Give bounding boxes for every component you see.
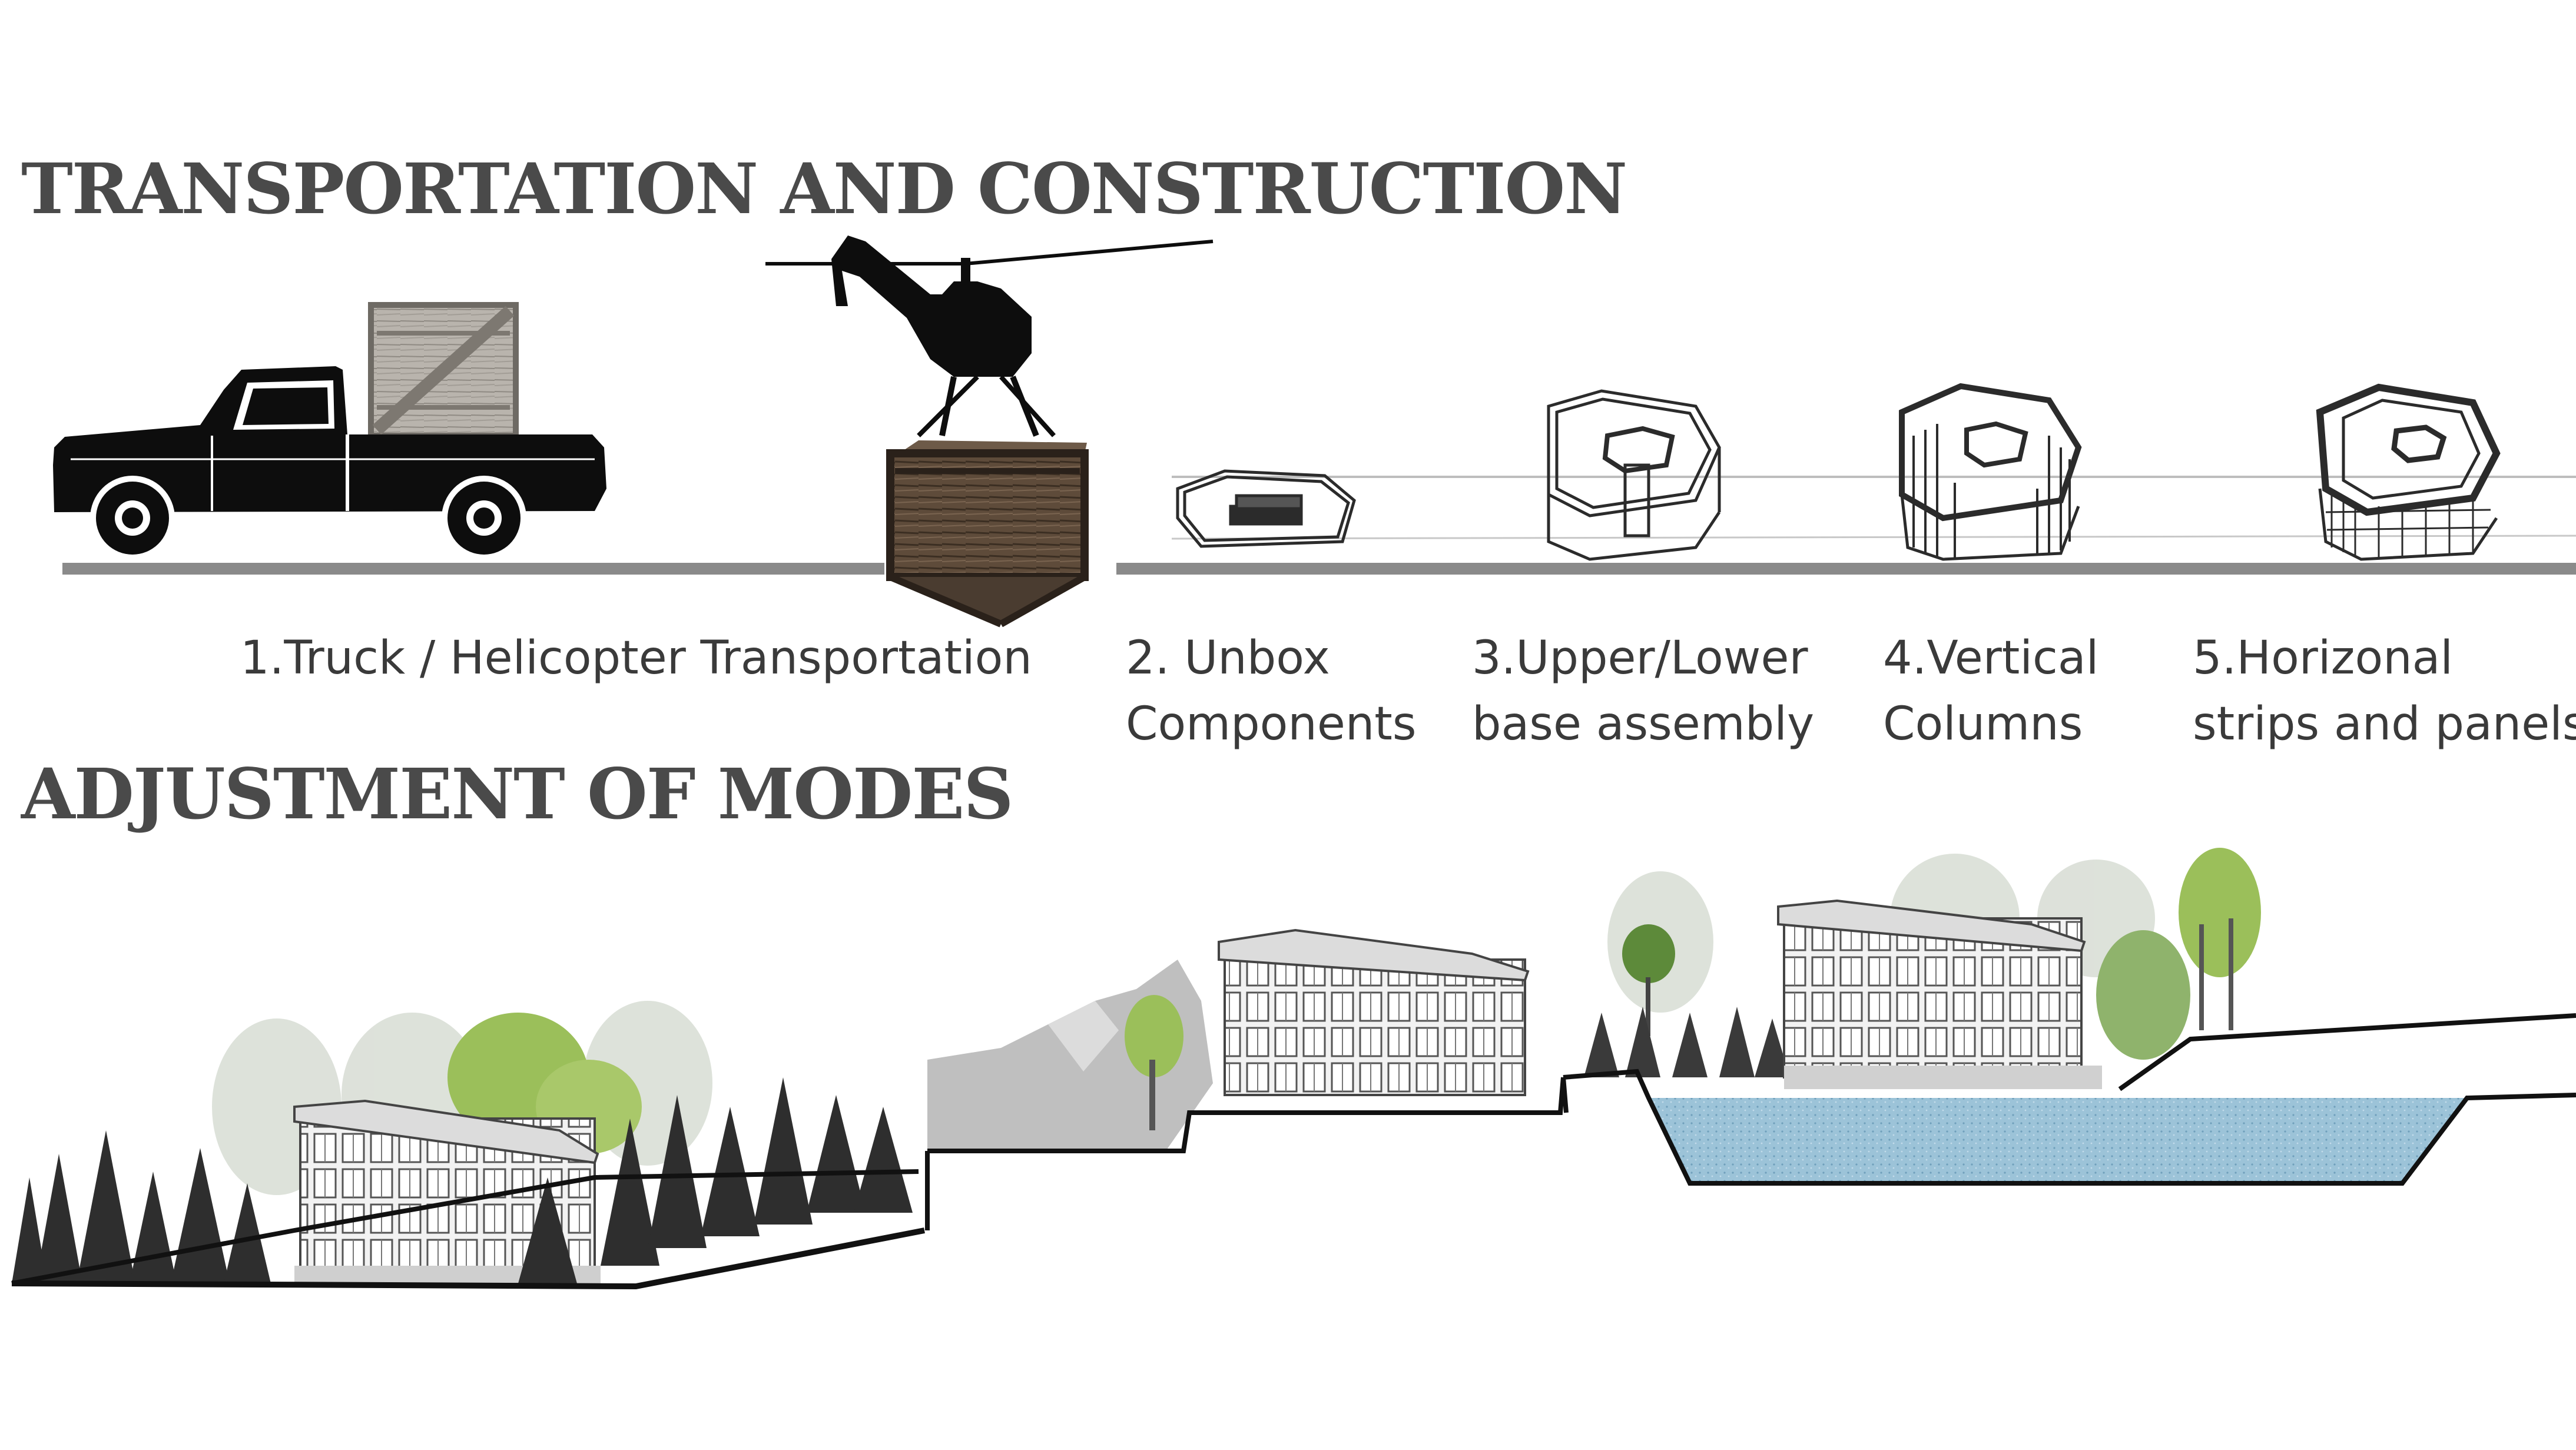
step-4-line-1: 4.Vertical bbox=[1883, 632, 2099, 685]
base-assembly-icon bbox=[1547, 389, 1721, 561]
helicopter-icon bbox=[765, 235, 1214, 437]
transport-section-title: TRANSPORTATION AND CONSTRUCTION bbox=[21, 148, 1627, 230]
forest-site-building bbox=[11, 1001, 925, 1290]
step-4-caption: 4.Vertical Columns bbox=[1883, 625, 2098, 757]
step-2-line-2: Components bbox=[1126, 698, 1417, 751]
pickup-truck-icon bbox=[53, 366, 606, 560]
step-2-caption: 2. Unbox Components bbox=[1126, 625, 1416, 757]
step-5-caption: 5.Horizonal strips and panels bbox=[2193, 625, 2576, 757]
building-2 bbox=[1224, 958, 1526, 1096]
ground-line-left bbox=[62, 563, 884, 575]
horizontal-panels-icon bbox=[2316, 383, 2501, 561]
modes-section-title: ADJUSTMENT OF MODES bbox=[21, 753, 1013, 835]
unboxed-components-icon bbox=[1176, 469, 1356, 548]
step-1-line-1: 1.Truck / Helicopter Transportation bbox=[240, 632, 1032, 685]
step-2-line-1: 2. Unbox bbox=[1126, 632, 1330, 685]
ground-line-right bbox=[1116, 563, 2576, 575]
step-5-line-1: 5.Horizonal bbox=[2193, 632, 2454, 685]
vertical-columns-icon bbox=[1899, 383, 2082, 561]
lakeside-site-building bbox=[1561, 848, 2576, 1186]
step-1-caption: 1.Truck / Helicopter Transportation bbox=[240, 625, 1032, 691]
mountain-site-building bbox=[925, 928, 1566, 1230]
truck-crate-icon bbox=[368, 302, 519, 439]
step-3-caption: 3.Upper/Lower base assembly bbox=[1472, 625, 1814, 757]
step-3-line-1: 3.Upper/Lower bbox=[1472, 632, 1808, 685]
guide-line-lower bbox=[1171, 535, 2576, 540]
transport-illustrations bbox=[53, 235, 2576, 628]
wooden-crate-icon bbox=[886, 440, 1089, 628]
step-4-line-2: Columns bbox=[1883, 698, 2083, 751]
lake-water bbox=[1649, 1098, 2467, 1183]
step-3-line-2: base assembly bbox=[1472, 698, 1815, 751]
step-5-line-2: strips and panels bbox=[2193, 698, 2576, 751]
